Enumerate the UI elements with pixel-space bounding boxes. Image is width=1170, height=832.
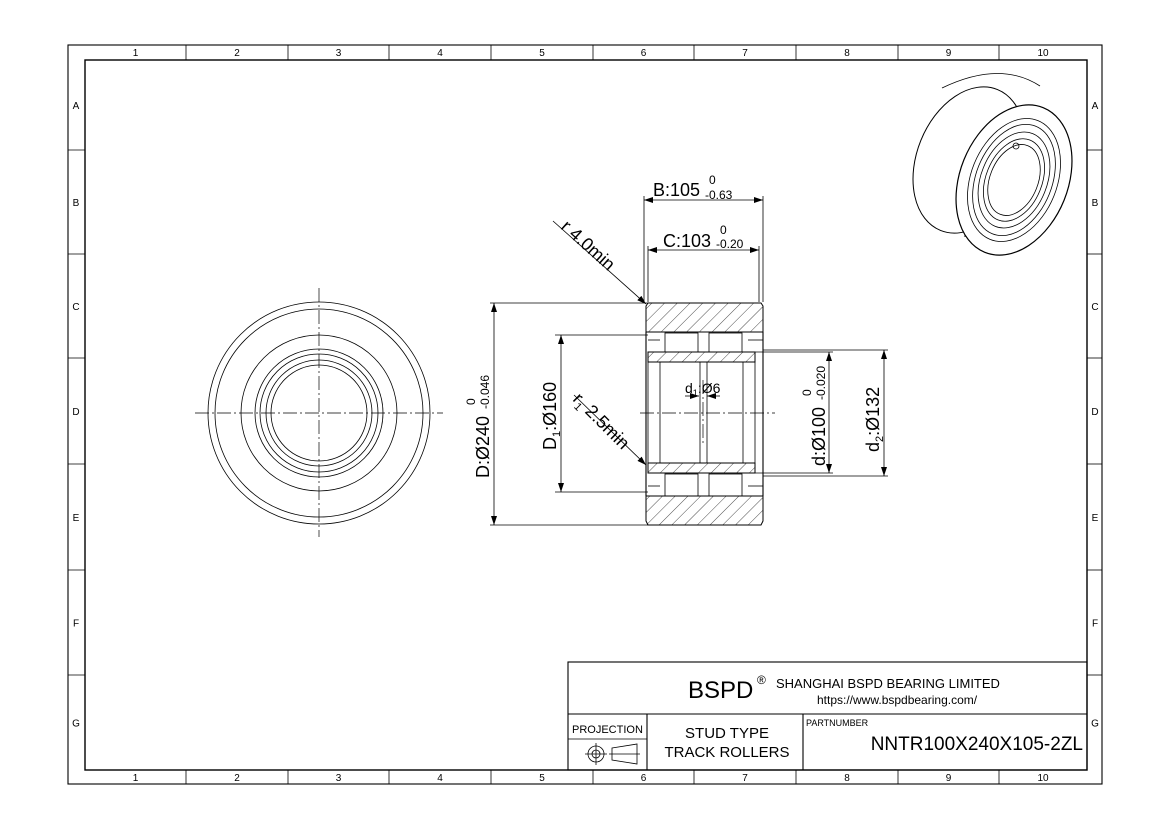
front-view [195, 288, 443, 537]
projection-label: PROJECTION [572, 724, 643, 736]
grid-column-label: 10 [1037, 773, 1049, 784]
section-view [640, 302, 775, 526]
grid-column-label: 3 [336, 48, 342, 59]
partnumber-value: NNTR100X240X105-2ZL [871, 734, 1083, 755]
svg-text:-0.020: -0.020 [814, 366, 828, 400]
grid-column-label: 4 [437, 48, 443, 59]
grid-column-label: 5 [539, 773, 545, 784]
grid-row-label: C [72, 302, 79, 313]
dim-c-tol-upper: 0 [720, 223, 727, 237]
type-line-2: TRACK ROLLERS [664, 744, 789, 761]
svg-text:0: 0 [464, 398, 478, 405]
dim-b-tol-lower: -0.63 [705, 188, 733, 202]
svg-text:0: 0 [800, 389, 814, 396]
dim-c-tol-lower: -0.20 [716, 237, 744, 251]
brand-logo: BSPD [688, 677, 753, 704]
grid-column-label: 8 [844, 773, 850, 784]
grid-row-label: G [72, 719, 80, 730]
third-angle-projection-icon [585, 743, 640, 765]
svg-text:D1:Ø160: D1:Ø160 [540, 382, 563, 450]
svg-text:r1 2.5min: r1 2.5min [567, 389, 634, 456]
dim-c: C:103 [663, 231, 711, 251]
grid-row-label: F [73, 619, 79, 630]
grid-column-label: 5 [539, 48, 545, 59]
svg-text:D:Ø240: D:Ø240 [473, 416, 493, 478]
grid-column-label: 8 [844, 48, 850, 59]
grid-column-label: 9 [946, 48, 952, 59]
grid-row-label: D [72, 407, 79, 418]
grid-column-label: 4 [437, 773, 443, 784]
grid-column-label: 9 [946, 773, 952, 784]
type-line-1: STUD TYPE [685, 725, 769, 742]
grid-column-label: 2 [234, 48, 240, 59]
grid-row-label: A [1092, 101, 1099, 112]
grid-column-label: 2 [234, 773, 240, 784]
svg-text:d2:Ø132: d2:Ø132 [863, 387, 886, 452]
dim-b: B:105 [653, 180, 700, 200]
svg-text:d:Ø100: d:Ø100 [809, 407, 829, 466]
dim-d-outer: D:Ø240 0 -0.046 [464, 375, 493, 478]
grid-column-label: 6 [641, 773, 647, 784]
grid-row-label: E [1092, 513, 1099, 524]
grid-column-label: 7 [742, 48, 748, 59]
grid-column-label: 1 [133, 773, 139, 784]
grid-column-label: 1 [133, 48, 139, 59]
dim-r: r 4.0min [557, 216, 619, 274]
dimension-lines [490, 196, 888, 526]
partnumber-label: PARTNUMBER [806, 718, 869, 728]
dim-r1: r1 2.5min [567, 389, 634, 456]
grid-row-label: G [1091, 719, 1099, 730]
grid-row-label: C [1091, 302, 1098, 313]
grid-column-label: 7 [742, 773, 748, 784]
grid-column-label: 3 [336, 773, 342, 784]
grid-row-label: A [73, 101, 80, 112]
grid-column-label: 6 [641, 48, 647, 59]
grid-row-label: B [73, 198, 80, 209]
dim-d1: D1:Ø160 [540, 382, 563, 450]
grid-column-label: 10 [1037, 48, 1049, 59]
grid-row-label: F [1092, 619, 1098, 630]
dim-d2: d2:Ø132 [863, 387, 886, 452]
dim-d-bore: d:Ø100 0 -0.020 [800, 366, 829, 466]
bearing-3d-icon [912, 73, 1073, 256]
grid-row-label: B [1092, 198, 1099, 209]
registered-mark: ® [757, 673, 766, 687]
title-block: BSPD ® SHANGHAI BSPD BEARING LIMITED htt… [567, 661, 1088, 771]
grid-row-label: D [1091, 407, 1098, 418]
dim-d1-small: d1:Ø6 [685, 380, 721, 398]
company-name: SHANGHAI BSPD BEARING LIMITED [776, 676, 1000, 691]
dim-b-tol-upper: 0 [709, 173, 716, 187]
svg-text:-0.046: -0.046 [478, 375, 492, 409]
company-website: https://www.bspdbearing.com/ [817, 693, 978, 707]
grid-row-label: E [73, 513, 80, 524]
